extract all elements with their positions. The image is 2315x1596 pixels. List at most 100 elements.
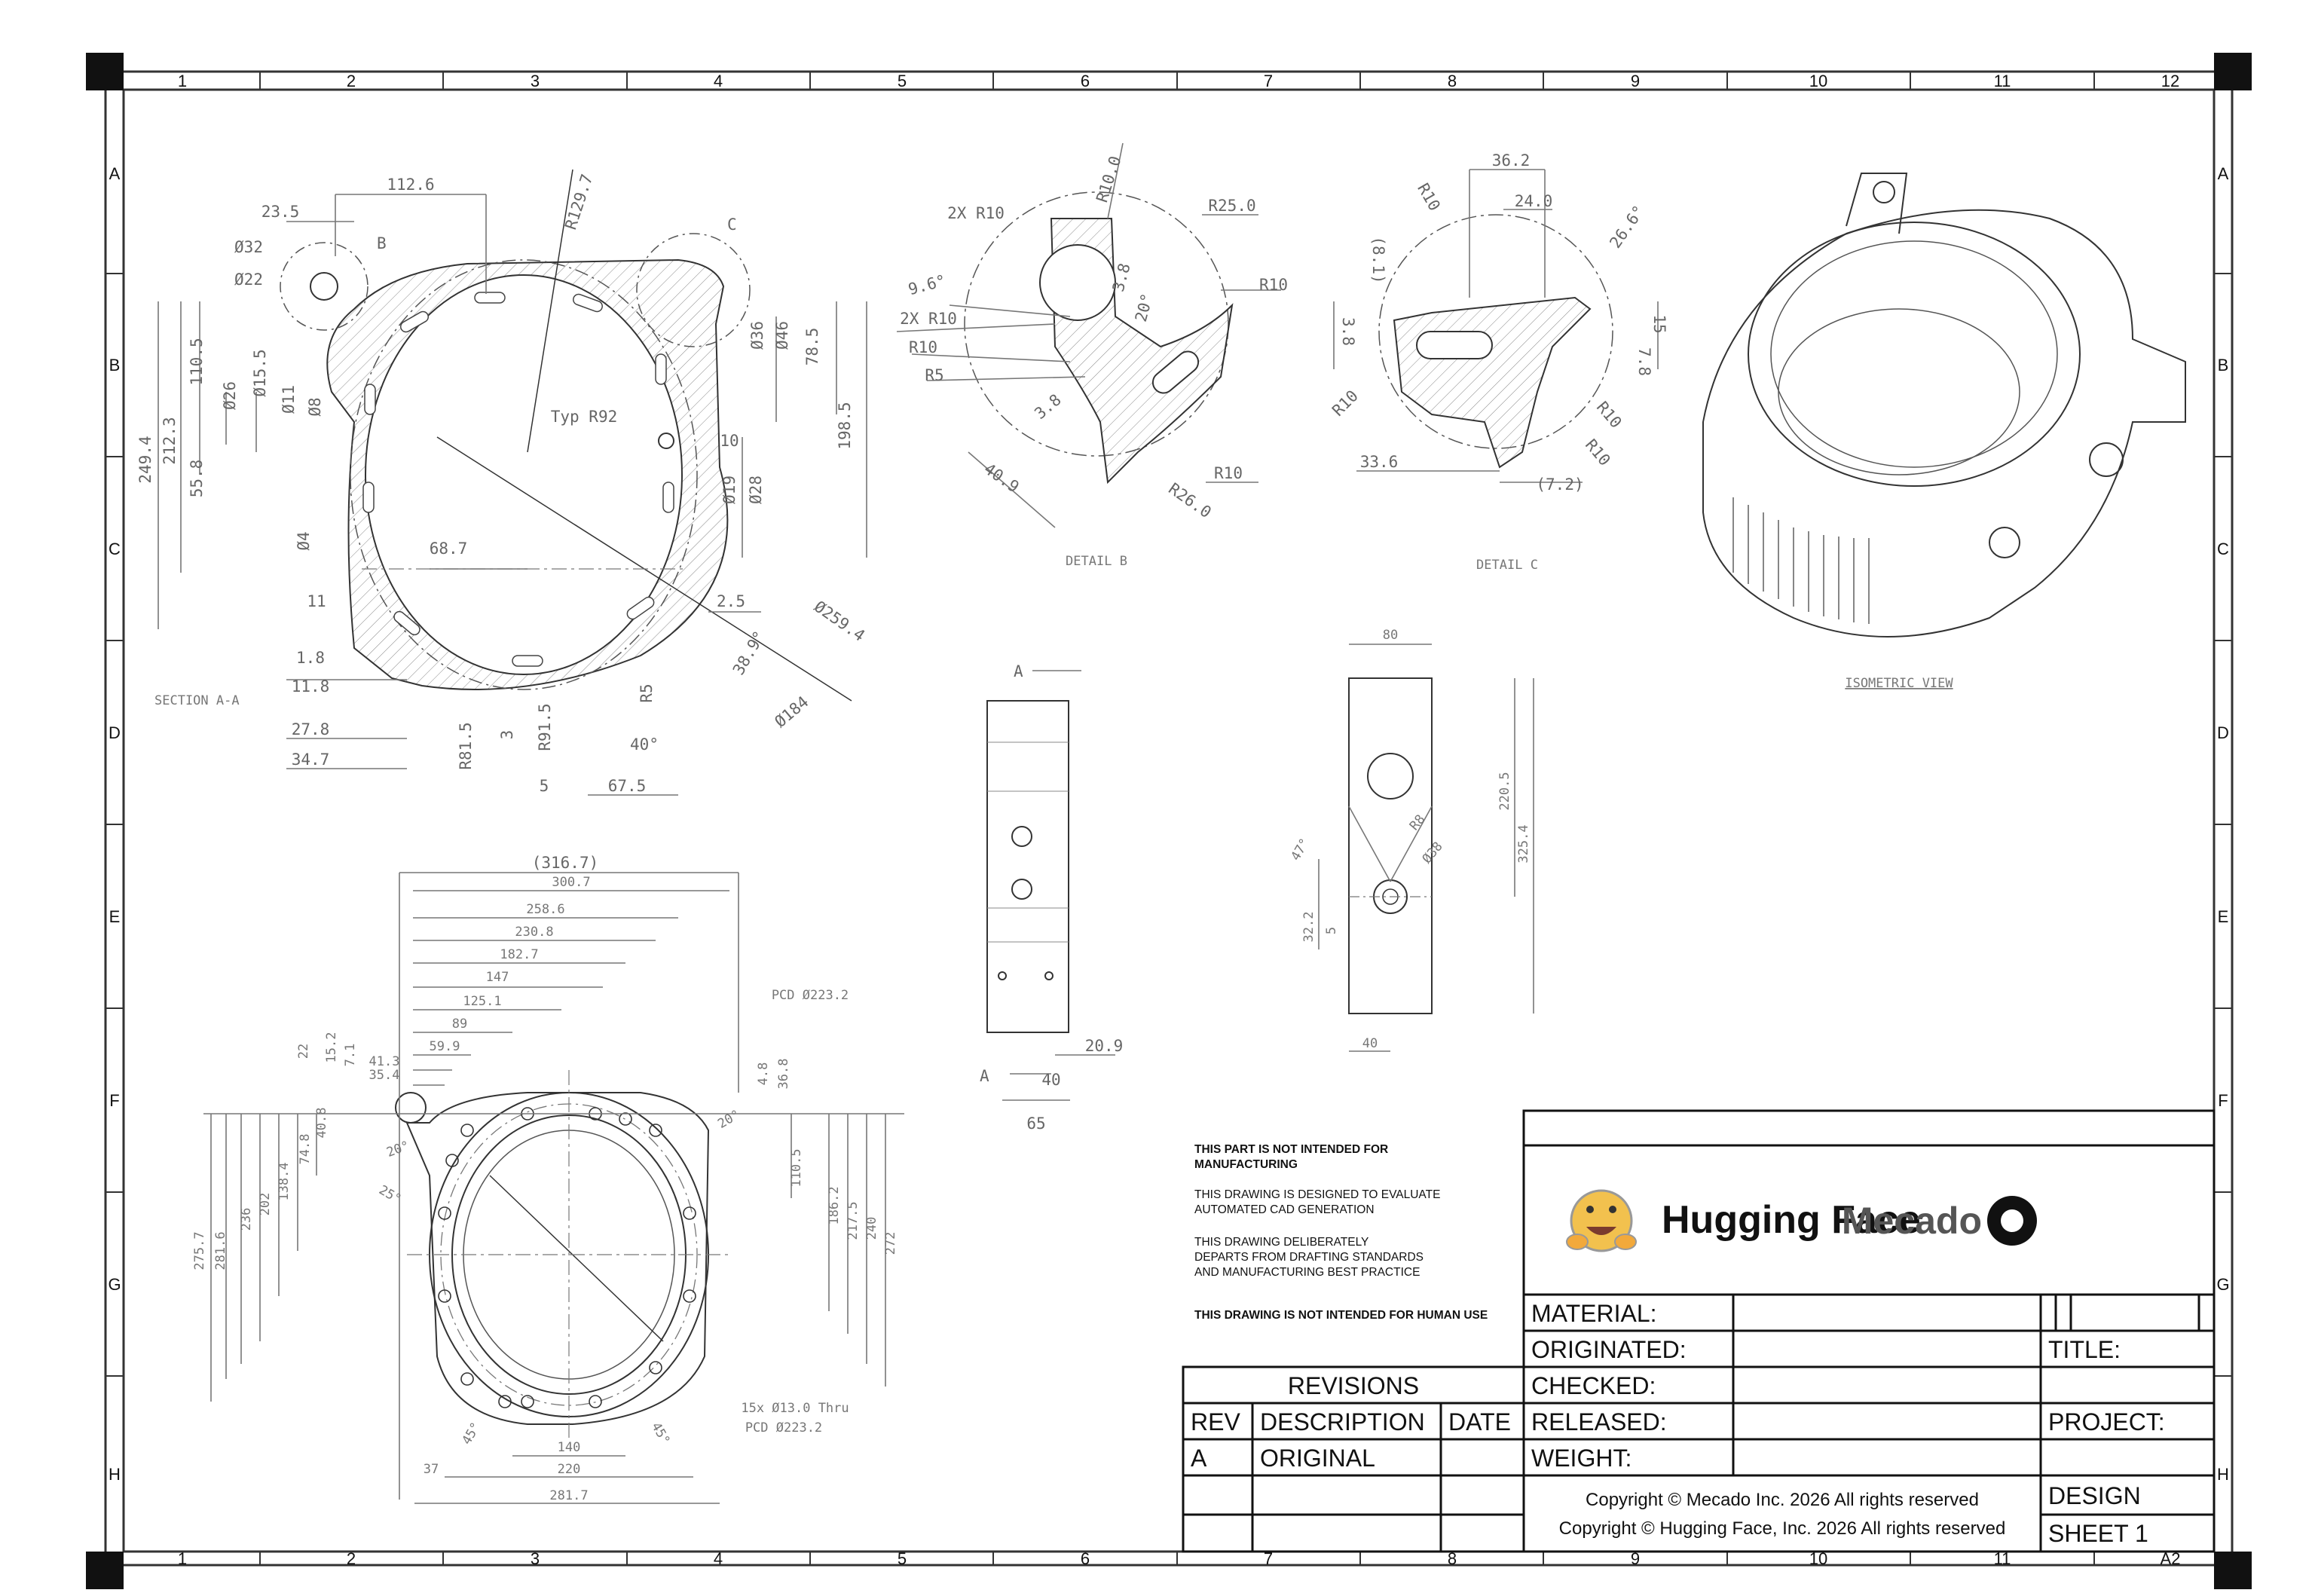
dim-text: R10: [1329, 387, 1362, 420]
dim-text: 67.5: [608, 777, 647, 795]
dim-text: Ø46: [773, 321, 791, 350]
zone-col-label: 11: [1994, 72, 2011, 90]
dim-text: Typ R92: [551, 408, 618, 426]
corner-mark-tr: [2214, 53, 2252, 90]
dim-text: Ø32: [234, 238, 263, 256]
dim-text: 4.8: [756, 1062, 771, 1086]
zone-col-label-bottom: 6: [1081, 1549, 1090, 1568]
mecado-logo: Mecado: [1842, 1196, 2037, 1246]
dim-text: 36.2: [1492, 151, 1531, 170]
dim-text: 38.9°: [729, 628, 769, 678]
dim-text: R10: [1414, 180, 1444, 214]
zone-row-label-right: A: [2218, 164, 2229, 183]
dim-text: 80: [1383, 628, 1398, 643]
dim-text: 182.7: [500, 947, 538, 962]
dim-text: Ø11: [280, 385, 298, 414]
dim-text: 1.8: [296, 649, 325, 667]
zone-col-label: 7: [1264, 72, 1273, 90]
zone-col-label: 3: [531, 72, 540, 90]
isometric-view-label: ISOMETRIC VIEW: [1845, 676, 1953, 691]
dim-text: 20°: [384, 1139, 411, 1160]
copyright-mecado: Copyright © Mecado Inc. 2026 All rights …: [1586, 1490, 1979, 1510]
revision-row-rev: A: [1191, 1445, 1207, 1472]
zone-row-label-right: C: [2217, 540, 2229, 558]
zone-col-label: 10: [1809, 72, 1827, 90]
zone-row-label: G: [108, 1275, 121, 1294]
dim-text: 26.6°: [1606, 202, 1648, 252]
dim-text: 15: [1650, 314, 1668, 333]
zone-row-label-right: B: [2218, 356, 2229, 375]
dim-text: 125.1: [463, 994, 501, 1009]
dim-text: R5: [925, 366, 943, 384]
weight-label: WEIGHT:: [1531, 1445, 1632, 1472]
dim-text: 240: [864, 1217, 879, 1240]
dim-text: (7.2): [1536, 475, 1583, 494]
dim-text: Ø184: [771, 693, 812, 731]
dim-text: (8.1): [1369, 236, 1387, 283]
zone-row-label: B: [109, 356, 121, 375]
drawing-frame: 1 2 3 4 5 6 7 8 9 10 11 12 1 2 3 4 5 6 7…: [86, 53, 2252, 1589]
dim-text: 198.5: [836, 402, 854, 449]
released-label: RELEASED:: [1531, 1408, 1667, 1435]
zone-col-label-bottom: 11: [1994, 1549, 2011, 1568]
mecado-wordmark: Mecado: [1842, 1200, 1982, 1242]
corner-mark-tl: [86, 53, 124, 90]
dim-text: 15x Ø13.0 Thru: [741, 1401, 849, 1416]
zone-col-label: 9: [1631, 72, 1640, 90]
dim-text: R129.7: [561, 172, 596, 232]
revisions-table: REVISIONS REV DESCRIPTION DATE A ORIGINA…: [1182, 1365, 1525, 1553]
dim-text: 89: [452, 1017, 467, 1032]
dim-text: 3: [498, 730, 516, 740]
copyright-hugging-face: Copyright © Hugging Face, Inc. 2026 All …: [1559, 1518, 2006, 1539]
note-2-line: AUTOMATED CAD GENERATION: [1194, 1203, 1375, 1216]
dim-text: Ø28: [747, 475, 765, 504]
dim-text: 68.7: [430, 540, 468, 558]
dim-text: Ø26: [221, 381, 239, 410]
hugging-face-logo: Hugging Face: [1566, 1189, 1921, 1252]
dim-text: 110.5: [188, 338, 206, 385]
dim-text: (316.7): [532, 854, 599, 872]
dim-text: 7.8: [1635, 347, 1653, 376]
dim-text: Ø4: [295, 531, 313, 550]
dim-text: Ø15.5: [251, 349, 269, 396]
dim-text: 47°: [1288, 836, 1313, 864]
dim-text: 112.6: [387, 176, 434, 194]
detail-c-label: DETAIL C: [1476, 558, 1538, 573]
dim-text: 40: [1362, 1036, 1378, 1051]
dim-text: 65: [1026, 1114, 1045, 1133]
revisions-title: REVISIONS: [1288, 1372, 1419, 1399]
dim-text: 7.1: [343, 1044, 358, 1067]
dim-text: 281.7: [549, 1488, 588, 1503]
note-1-line: THIS PART IS NOT INTENDED FOR: [1194, 1143, 1388, 1156]
dim-text: 15.2: [324, 1032, 339, 1063]
detail-b-marker: B: [377, 234, 387, 252]
dim-text: 20°: [715, 1107, 743, 1132]
zone-row-label: E: [109, 907, 121, 926]
dim-text: 140: [558, 1440, 581, 1455]
zone-row-label: F: [109, 1091, 119, 1110]
dim-text: 23.5: [261, 203, 300, 221]
dim-text: Ø38: [1420, 839, 1446, 867]
zone-row-label-right: E: [2218, 907, 2229, 926]
dim-text: 281.6: [213, 1231, 228, 1270]
revisions-header-rev: REV: [1191, 1408, 1240, 1435]
dim-text: R10: [1593, 398, 1625, 431]
zone-row-label: H: [109, 1465, 121, 1484]
detail-c-view: 36.2 24.0 R10 26.6° (8.1) 3.8 15 7.8 R10…: [1329, 151, 1668, 573]
section-view-label: SECTION A-A: [154, 693, 240, 708]
sheet-label: SHEET 1: [2048, 1520, 2148, 1547]
zone-col-label-bottom: 1: [178, 1549, 187, 1568]
dim-text: 20°: [1132, 292, 1157, 324]
dim-text: 40.8: [314, 1108, 329, 1139]
zone-col-label: 4: [714, 72, 723, 90]
dim-text: Ø36: [748, 321, 766, 350]
dim-text: 147: [486, 970, 509, 985]
zone-col-label-bottom: 5: [898, 1549, 907, 1568]
dim-text: Ø22: [234, 271, 263, 289]
dim-text: 40.9: [980, 460, 1022, 497]
detail-b-label: DETAIL B: [1066, 554, 1127, 569]
dim-text: 20.9: [1085, 1037, 1124, 1055]
dim-text: 24.0: [1515, 192, 1553, 210]
